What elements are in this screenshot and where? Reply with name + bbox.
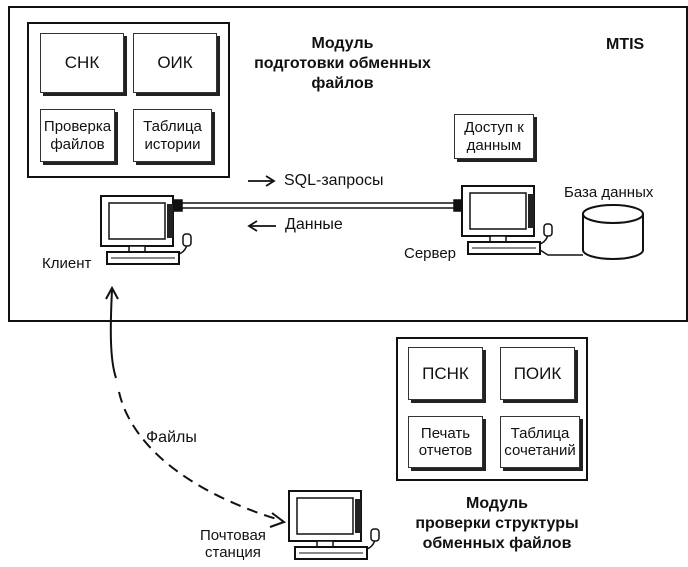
snk-cell: СНК [40, 33, 124, 93]
bottom-module-title: Модуль проверки структуры обменных файло… [415, 495, 579, 552]
print-reports-cell: Печать отчетов [408, 416, 483, 468]
mtis-label: MTIS [606, 36, 645, 53]
client-label: Клиент [42, 255, 92, 272]
client-server-link [173, 199, 463, 212]
psnk-cell: ПСНК [408, 347, 483, 400]
mail-station-computer-icon [288, 490, 380, 560]
data-access-box: Доступ к данным [454, 114, 534, 159]
server-computer-icon [461, 185, 553, 255]
history-table-cell: Таблица истории [133, 109, 212, 162]
sql-label: SQL-запросы [284, 172, 384, 189]
poik-cell: ПОИК [500, 347, 575, 400]
server-label: Сервер [404, 245, 457, 262]
check-files-cell: Проверка файлов [40, 109, 115, 162]
server-db-link [539, 249, 583, 256]
combinations-table-cell: Таблица сочетаний [500, 416, 580, 468]
database-label: База данных [564, 184, 654, 201]
database-icon [582, 204, 644, 260]
mail-station-label: Почтовая станция [200, 527, 266, 562]
top-module-title: Модуль подготовки обменных файлов [254, 35, 431, 92]
data-label: Данные [285, 216, 343, 233]
sql-arrow-icon [248, 175, 276, 187]
data-arrow-icon [247, 220, 276, 232]
files-link [105, 285, 287, 528]
files-label: Файлы [146, 429, 197, 446]
oik-cell: ОИК [133, 33, 217, 93]
